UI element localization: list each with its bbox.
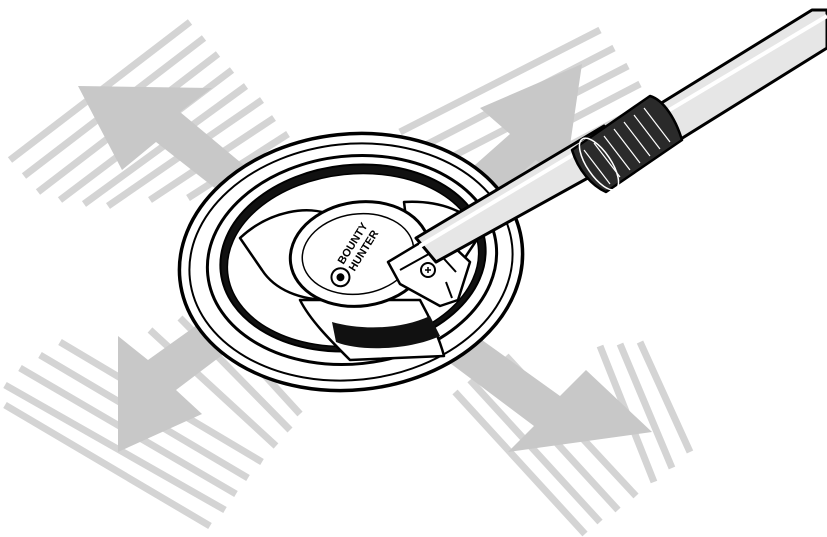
arrow-down-right — [446, 330, 652, 452]
logo-target-icon — [330, 267, 351, 288]
search-coil — [177, 131, 525, 393]
coil-slot — [332, 316, 440, 349]
coil-rim-edge — [188, 142, 514, 382]
arrow-up-left — [78, 86, 252, 200]
detector-shaft — [414, 8, 827, 264]
shaft-camlock-collar — [570, 94, 684, 194]
